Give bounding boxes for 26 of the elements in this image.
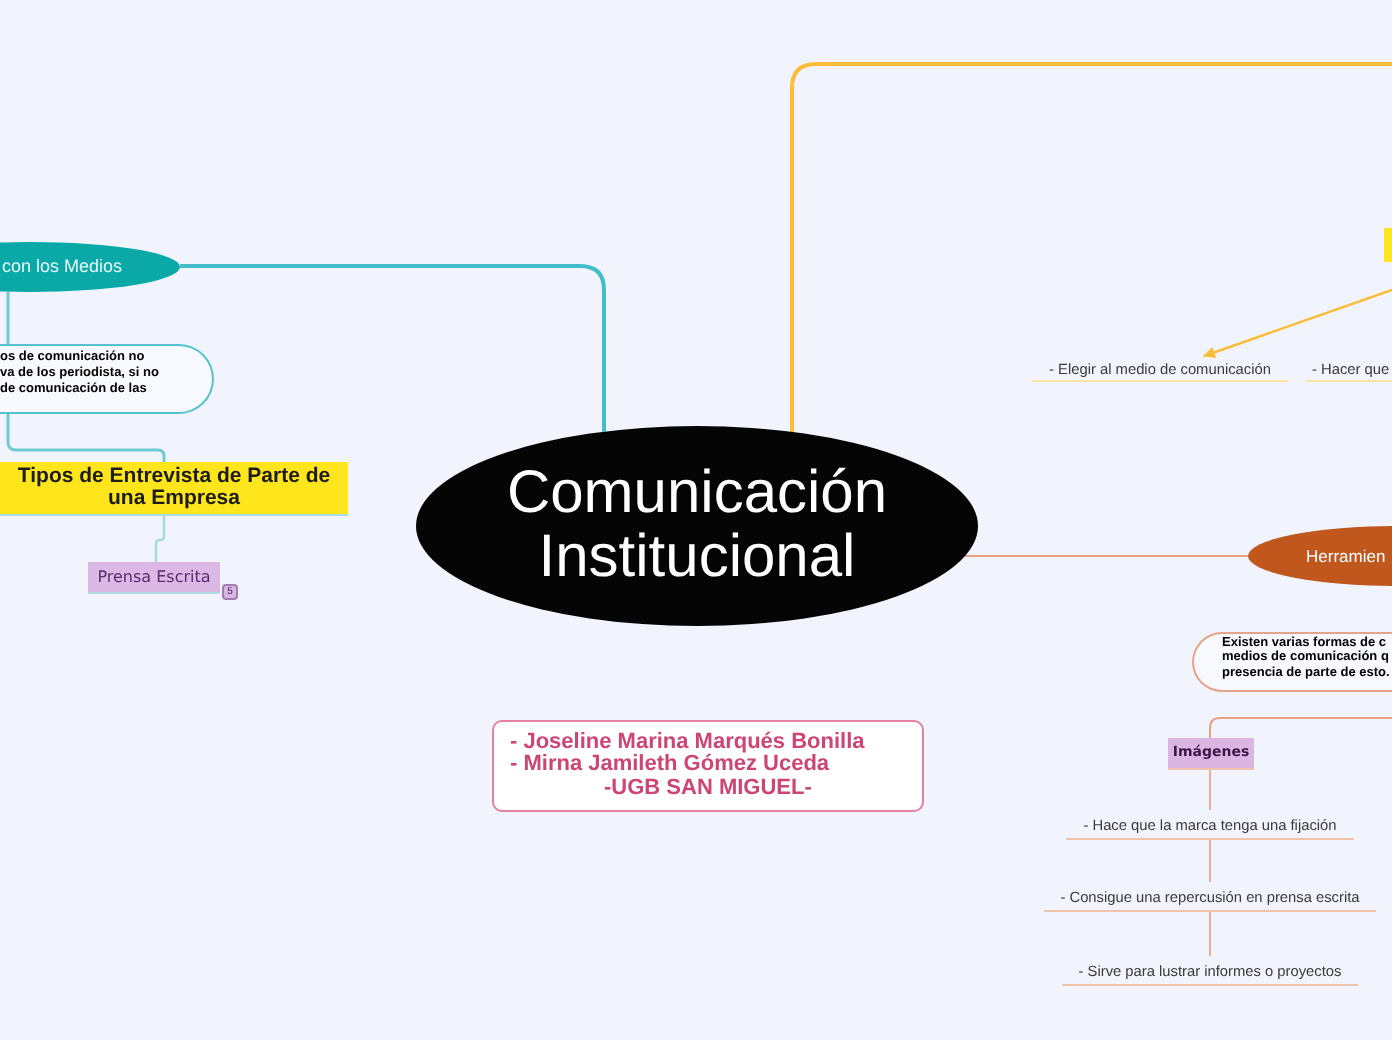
connector-line (6, 414, 166, 462)
author-line: -UGB SAN MIGUEL- (602, 777, 814, 801)
connector-line (154, 516, 166, 562)
author-box (492, 720, 924, 812)
connector-line (179, 264, 606, 432)
subtopic-box (88, 562, 220, 594)
note-box (1192, 632, 1392, 692)
subtopic-box (1168, 738, 1254, 770)
topic-box (1384, 228, 1392, 262)
author-line: - Joseline Marina Marqués Bonilla (510, 731, 867, 754)
central-topic-title: Comunicación Institucional (504, 462, 890, 590)
connector-line (1209, 717, 1392, 739)
connector-line (6, 291, 10, 344)
arrow (1203, 288, 1392, 358)
connector-line (790, 62, 1392, 432)
connector-line (1209, 769, 1211, 811)
connector-line (964, 555, 1249, 557)
topic-label: Herramien (1306, 546, 1386, 566)
subtopic-box (0, 462, 348, 516)
connector-line (1209, 839, 1211, 883)
subtopic-title: Tipos de Entrevista de Parte de una Empresa (15, 466, 333, 510)
topic-label: con los Medios (1, 256, 122, 278)
connector-line (1209, 911, 1211, 957)
subtopic-label: Prensa Escrita (97, 567, 211, 587)
note-box (0, 344, 214, 414)
author-line: - Mirna Jamileth Gómez Uceda (510, 754, 832, 778)
